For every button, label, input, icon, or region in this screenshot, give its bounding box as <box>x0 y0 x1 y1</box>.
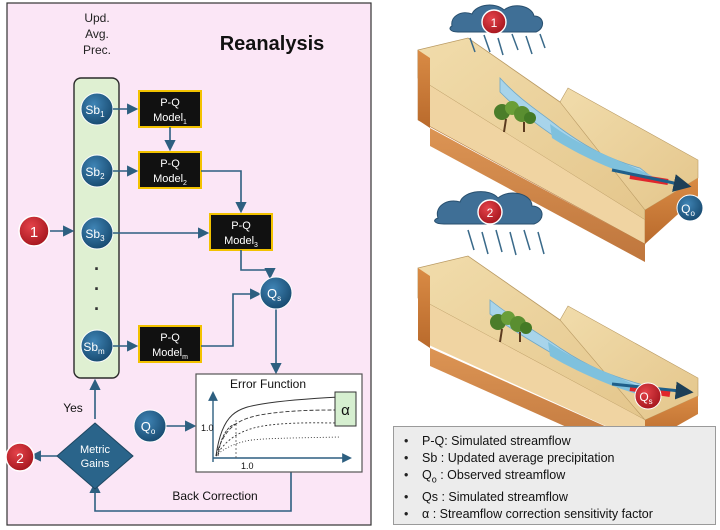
svg-text:Modelm: Modelm <box>152 347 188 361</box>
pq-model-2[interactable]: P-Q Model2 <box>138 151 202 189</box>
scene-1-marker: 1 <box>491 16 498 30</box>
legend-item-qo: Qo : Observed streamflow <box>404 467 707 489</box>
svg-text:P-Q: P-Q <box>160 158 180 170</box>
alpha-factor: α <box>341 402 350 419</box>
scenario-2-marker[interactable]: 2 <box>5 442 35 472</box>
qs-node[interactable]: Qs <box>259 276 293 310</box>
scene-2-marker: 2 <box>487 206 494 220</box>
svg-text:Avg.: Avg. <box>85 27 109 41</box>
pq-model-1[interactable]: P-Q Model1 <box>138 90 202 128</box>
svg-text:Model2: Model2 <box>153 173 187 187</box>
svg-text:Gains: Gains <box>81 458 110 470</box>
scenario-1-marker[interactable]: 1 <box>18 215 50 247</box>
metric-gains-decision[interactable]: Metric Gains <box>56 422 134 490</box>
legend-box: P-Q: Simulated streamflow Sb : Updated a… <box>393 426 716 525</box>
error-function-title: Error Function <box>230 377 306 391</box>
sb-node-2[interactable]: Sb2 <box>80 154 114 188</box>
pq-model-m[interactable]: P-Q Modelm <box>138 325 202 363</box>
svg-text:Upd.: Upd. <box>84 11 109 25</box>
scene-2-qs: Qs <box>639 390 652 406</box>
svg-text:Metric: Metric <box>80 444 110 456</box>
error-function-box[interactable]: Error Function 1.0 1.0 α <box>195 373 363 473</box>
svg-text:Sb2: Sb2 <box>85 165 105 181</box>
svg-text:Prec.: Prec. <box>83 43 111 57</box>
scene-1-qo: Qo <box>681 202 695 218</box>
svg-text:1: 1 <box>30 224 38 241</box>
pq-model-3[interactable]: P-Q Model3 <box>209 213 273 251</box>
legend-item-alpha: α : Streamflow correction sensitivity fa… <box>404 506 707 523</box>
updated-avg-precip-label: Upd. Avg. Prec. <box>83 11 111 57</box>
svg-text:Sb1: Sb1 <box>85 103 105 119</box>
svg-text:P-Q: P-Q <box>160 97 180 109</box>
svg-text:Sbm: Sbm <box>83 340 105 356</box>
watershed-scene-1: 1 Qo <box>417 4 704 262</box>
sb-node-3[interactable]: Sb3 <box>80 216 114 250</box>
back-correction-label: Back Correction <box>172 489 257 503</box>
legend-item-qs: Qs : Simulated streamflow <box>404 489 707 506</box>
ellipsis-dots: · · · <box>94 259 100 319</box>
error-x-tick: 1.0 <box>241 461 254 471</box>
svg-text:P-Q: P-Q <box>160 332 180 344</box>
svg-text:2: 2 <box>16 450 24 466</box>
svg-text:Qo: Qo <box>141 419 156 436</box>
svg-text:·: · <box>94 299 100 319</box>
sb-node-m[interactable]: Sbm <box>80 329 114 363</box>
flow-arrows <box>29 103 292 512</box>
svg-text:P-Q: P-Q <box>231 220 251 232</box>
legend-item-pq: P-Q: Simulated streamflow <box>404 433 707 450</box>
svg-text:Qs: Qs <box>267 286 281 303</box>
qo-node[interactable]: Qo <box>133 409 167 443</box>
legend-item-sb: Sb : Updated average precipitation <box>404 450 707 467</box>
yes-label: Yes <box>63 401 83 415</box>
svg-text:Model1: Model1 <box>153 112 187 126</box>
svg-text:·: · <box>94 259 100 279</box>
sb-node-1[interactable]: Sb1 <box>80 92 114 126</box>
svg-text:·: · <box>94 279 100 299</box>
svg-text:Model3: Model3 <box>224 235 258 249</box>
svg-text:Sb3: Sb3 <box>85 227 105 243</box>
error-y-tick: 1.0 <box>201 423 214 433</box>
panel-title: Reanalysis <box>220 33 325 55</box>
